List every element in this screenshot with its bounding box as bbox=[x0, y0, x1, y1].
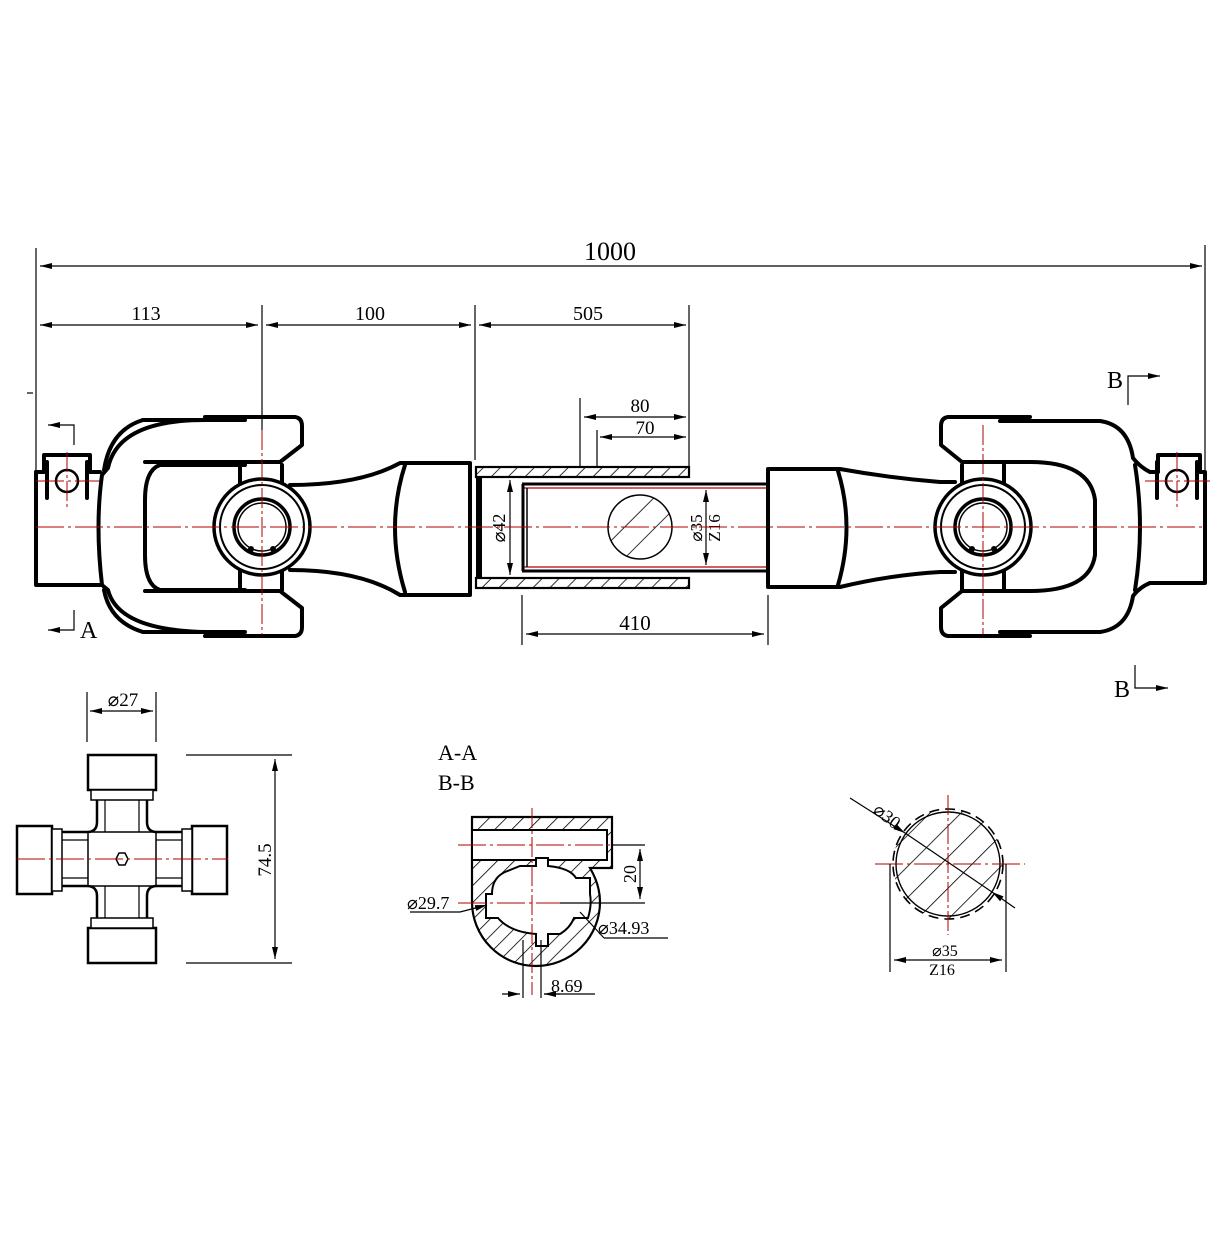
overall-length-label: 1000 bbox=[584, 237, 636, 266]
cross-diameter-label: ⌀27 bbox=[108, 690, 138, 711]
section-title-b: B-B bbox=[438, 770, 475, 795]
section-a-label: A bbox=[80, 618, 98, 644]
dim-113: 113 bbox=[131, 303, 160, 325]
overlap-dimensions: 80 70 bbox=[579, 396, 686, 470]
spline-inner-diameter-label: ⌀30 bbox=[870, 799, 905, 833]
key-width-label: 8.69 bbox=[551, 976, 583, 996]
spline-outer-diameter-label: ⌀35 bbox=[932, 943, 958, 960]
tube-bore-label: ⌀42 bbox=[489, 514, 509, 543]
cross-span-label: 74.5 bbox=[255, 843, 276, 876]
section-b-bottom-label: B bbox=[1114, 677, 1130, 703]
dim-505: 505 bbox=[573, 303, 603, 325]
major-diameter-label: ⌀34.93 bbox=[598, 918, 649, 938]
section-a-a-b-b-view: A-A B-B 20 ⌀29.7 ⌀34.93 8.69 bbox=[407, 740, 668, 998]
overall-length-dimension: 1000 bbox=[35, 237, 1206, 470]
section-b-top-label: B bbox=[1107, 368, 1123, 394]
dim-100: 100 bbox=[355, 303, 385, 325]
segment-dimensions: 113 100 505 bbox=[40, 303, 690, 470]
spline-diameter-label: ⌀35 bbox=[687, 514, 706, 541]
dim-80: 80 bbox=[631, 396, 650, 417]
inner-tube-length-dimension: 410 bbox=[521, 595, 769, 645]
spline-teeth-count-label: Z16 bbox=[929, 962, 955, 979]
spline-shaft-section-view: ⌀30 ⌀35 Z16 bbox=[849, 795, 1025, 979]
section-marker-a: A bbox=[27, 392, 98, 644]
section-title-a: A-A bbox=[438, 740, 477, 765]
spline-teeth-label: Z16 bbox=[705, 514, 724, 541]
dim-410: 410 bbox=[619, 611, 651, 635]
section-marker-b: B B bbox=[1107, 368, 1168, 703]
dim-70: 70 bbox=[636, 418, 655, 439]
offset-label: 20 bbox=[620, 865, 640, 883]
universal-joint-cross-view: ⌀27 74.5 bbox=[15, 690, 292, 965]
minor-diameter-label: ⌀29.7 bbox=[407, 893, 449, 913]
